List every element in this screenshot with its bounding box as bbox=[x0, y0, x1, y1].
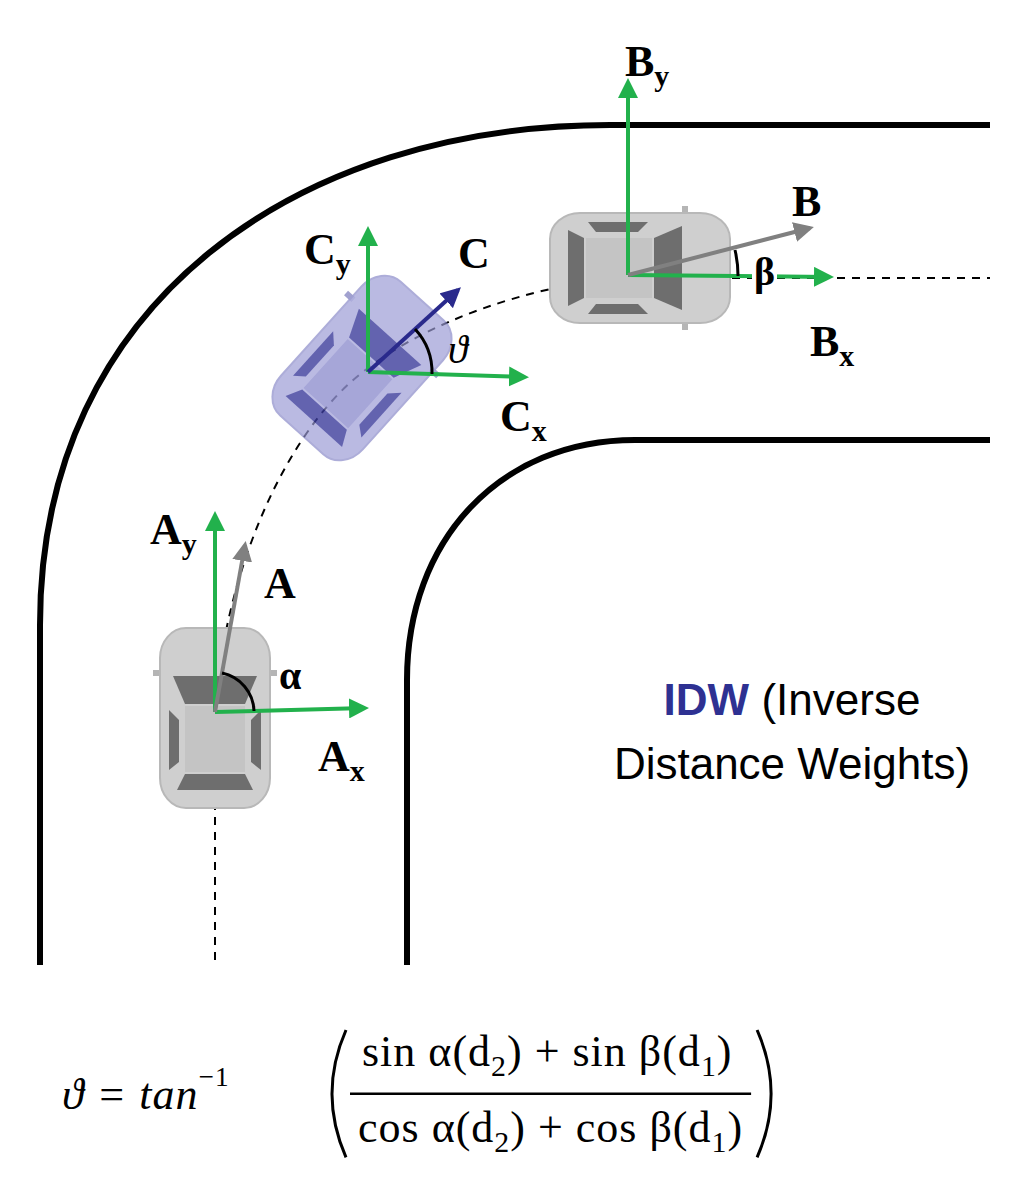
formula-part-group: ϑ = tan−1 bbox=[62, 1062, 230, 1120]
axis-label-group: Cx bbox=[500, 393, 547, 448]
angle-arc bbox=[222, 673, 254, 711]
axis-label: A bbox=[318, 732, 350, 781]
formula-part: −1 bbox=[199, 1062, 230, 1092]
axis-arrow bbox=[215, 708, 365, 712]
axis-label: x bbox=[350, 754, 365, 787]
heading-arrow bbox=[215, 545, 245, 712]
formula-part: 2 bbox=[494, 1125, 510, 1158]
formula-part: 2 bbox=[491, 1049, 507, 1082]
parenthesis bbox=[757, 1030, 771, 1157]
vector-label-group: B bbox=[792, 178, 821, 226]
formula-part: ) bbox=[717, 1027, 733, 1076]
method-title: IDW bbox=[664, 675, 750, 724]
angle-label-group: α bbox=[277, 654, 303, 698]
angle-label: ϑ bbox=[448, 327, 468, 372]
vector-label: A bbox=[264, 559, 296, 608]
axis-label: B bbox=[625, 37, 654, 86]
vector-label-group: C bbox=[458, 230, 490, 278]
formula-part: 1 bbox=[711, 1125, 727, 1158]
formula-part: ) + sin β(d bbox=[507, 1027, 701, 1076]
parenthesis bbox=[332, 1030, 346, 1157]
axis-arrow bbox=[366, 230, 370, 372]
road-edge bbox=[40, 125, 990, 965]
formula-part: ) bbox=[727, 1103, 743, 1152]
axis-label-group: Ax bbox=[318, 733, 365, 788]
formula-part: ϑ = tan bbox=[62, 1070, 199, 1119]
axis-label-group: By bbox=[625, 38, 669, 93]
formula-part-group: sin α(d2) + sin β(d1) bbox=[362, 1028, 732, 1083]
axis-label-group: Bx bbox=[810, 318, 854, 373]
axis-label: y bbox=[182, 527, 197, 560]
axis-arrow bbox=[368, 372, 525, 377]
angle-label: α bbox=[279, 653, 301, 698]
axis-label: y bbox=[336, 247, 351, 280]
fraction-bar bbox=[350, 1092, 751, 1095]
path-line bbox=[214, 800, 216, 960]
axis-label: x bbox=[532, 414, 547, 447]
axis-arrow bbox=[628, 275, 830, 277]
angle-label-group: β bbox=[752, 250, 777, 294]
heading-arrow bbox=[628, 228, 810, 275]
axis-label: B bbox=[810, 317, 839, 366]
car-b bbox=[550, 206, 730, 330]
formula-part: cos α(d bbox=[358, 1103, 494, 1152]
vector-label-group: A bbox=[264, 560, 296, 608]
vector-label: C bbox=[458, 229, 490, 278]
axis-label: C bbox=[500, 392, 532, 441]
vector-label: B bbox=[792, 177, 821, 226]
axis-label: x bbox=[839, 339, 854, 372]
axis-arrow bbox=[626, 82, 630, 275]
axis-label-group: Cy bbox=[304, 226, 351, 281]
road-edge bbox=[407, 440, 990, 965]
angle-label-group: ϑ bbox=[448, 328, 468, 372]
axis-label-group: Ay bbox=[150, 506, 197, 561]
method-title-group: IDW(Inverse Distance Weights) bbox=[602, 668, 982, 796]
angle-arc bbox=[735, 250, 738, 276]
heading-arrow bbox=[368, 290, 458, 372]
formula-part: ) + cos β(d bbox=[510, 1103, 711, 1152]
axis-arrow bbox=[213, 515, 217, 712]
axis-label: C bbox=[304, 225, 336, 274]
axis-label: y bbox=[654, 59, 669, 92]
formula-part: sin α(d bbox=[362, 1027, 491, 1076]
formula-part-group: cos α(d2) + cos β(d1) bbox=[358, 1104, 743, 1159]
car-c bbox=[256, 260, 469, 477]
formula-part: 1 bbox=[701, 1049, 717, 1082]
axis-label: A bbox=[150, 505, 182, 554]
angle-label: β bbox=[754, 249, 775, 294]
angle-arc bbox=[415, 329, 432, 374]
